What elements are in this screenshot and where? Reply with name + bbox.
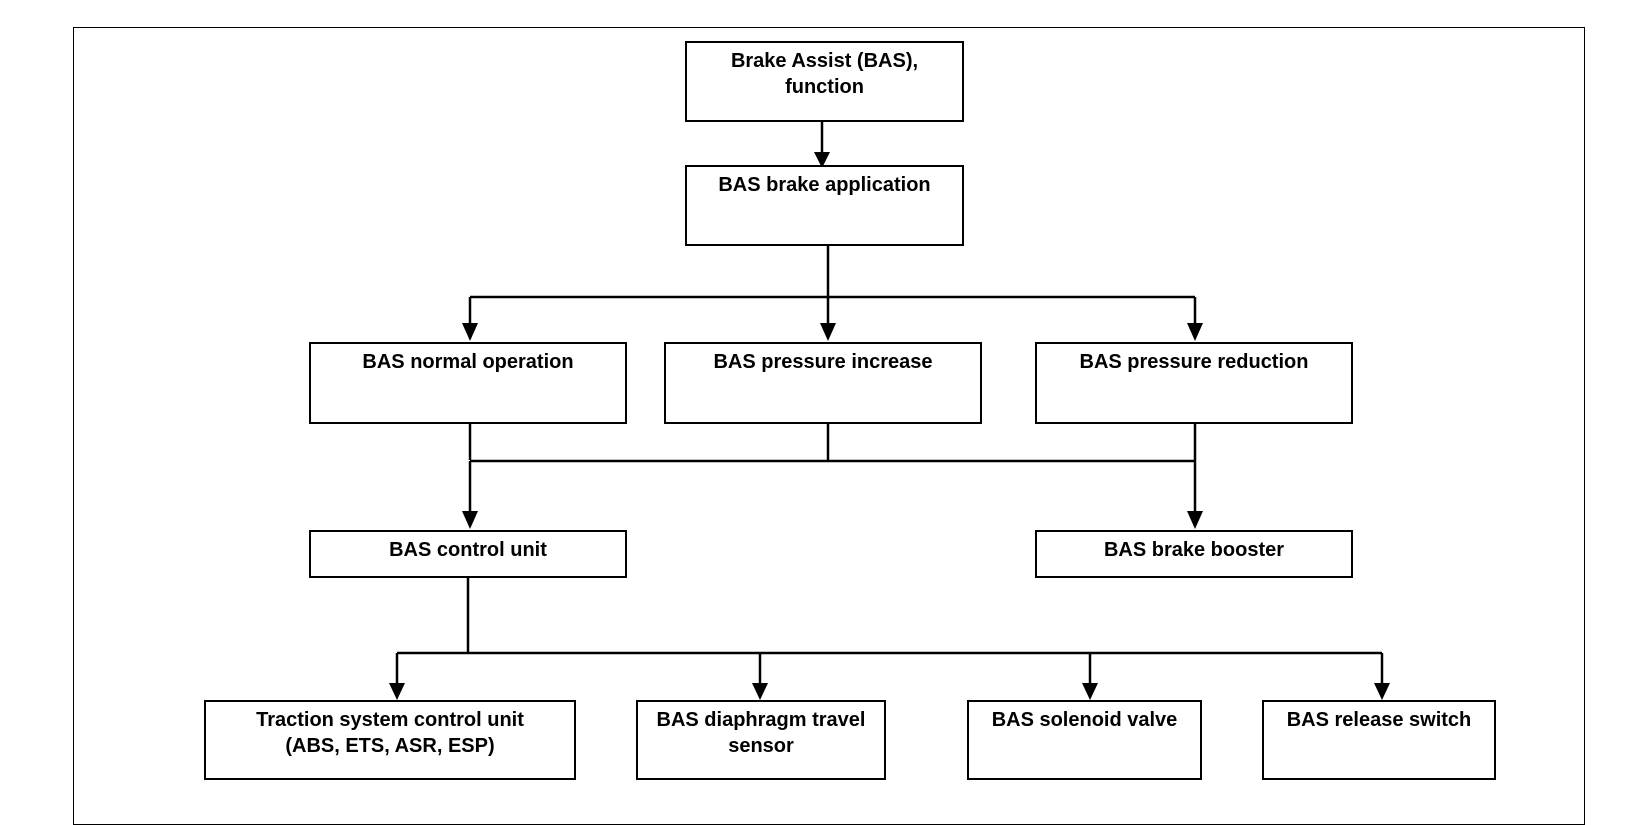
- arrowhead-brake-application: [814, 152, 830, 168]
- node-bas-diaphragm-travel-sensor: BAS diaphragm travel sensor: [636, 700, 886, 780]
- node-traction-system-control-unit-line-2: (ABS, ETS, ASR, ESP): [285, 735, 495, 757]
- node-bas-pressure-reduction: BAS pressure reduction: [1035, 342, 1353, 424]
- node-bas-normal-operation: BAS normal operation: [309, 342, 627, 424]
- node-bas-release-switch: BAS release switch: [1262, 700, 1496, 780]
- node-traction-system-control-unit-line-1: Traction system control unit: [256, 709, 524, 731]
- node-bas-diaphragm-travel-sensor-line-2: sensor: [728, 735, 794, 757]
- arrowhead-diaphragm-sensor: [752, 683, 768, 700]
- node-bas-control-unit-label: BAS control unit: [389, 539, 547, 561]
- arrowhead-brake-booster: [1187, 511, 1203, 529]
- arrowhead-solenoid-valve: [1082, 683, 1098, 700]
- node-bas-pressure-increase-label: BAS pressure increase: [713, 351, 933, 373]
- arrowhead-control-unit: [462, 511, 478, 529]
- node-bas-brake-booster: BAS brake booster: [1035, 530, 1353, 578]
- arrowhead-traction-control-unit: [389, 683, 405, 700]
- node-brake-assist-function: Brake Assist (BAS), function: [685, 41, 964, 122]
- node-bas-brake-application-label: BAS brake application: [718, 174, 931, 196]
- arrowhead-pressure-reduction: [1187, 323, 1203, 341]
- node-traction-system-control-unit: Traction system control unit (ABS, ETS, …: [204, 700, 576, 780]
- node-bas-diaphragm-travel-sensor-line-1: BAS diaphragm travel: [656, 709, 866, 731]
- arrowhead-pressure-increase: [820, 323, 836, 341]
- node-bas-solenoid-valve: BAS solenoid valve: [967, 700, 1202, 780]
- node-bas-release-switch-label: BAS release switch: [1286, 709, 1472, 731]
- node-bas-pressure-reduction-label: BAS pressure reduction: [1079, 351, 1309, 373]
- node-bas-solenoid-valve-label: BAS solenoid valve: [991, 709, 1178, 731]
- node-bas-brake-application: BAS brake application: [685, 165, 964, 246]
- node-bas-pressure-increase: BAS pressure increase: [664, 342, 982, 424]
- node-brake-assist-function-line-2: function: [785, 76, 864, 98]
- node-bas-normal-operation-label: BAS normal operation: [362, 351, 574, 373]
- node-brake-assist-function-line-1: Brake Assist (BAS),: [730, 50, 919, 72]
- arrowhead-release-switch: [1374, 683, 1390, 700]
- node-bas-control-unit: BAS control unit: [309, 530, 627, 578]
- node-bas-brake-booster-label: BAS brake booster: [1103, 539, 1285, 561]
- arrowhead-normal-operation: [462, 323, 478, 341]
